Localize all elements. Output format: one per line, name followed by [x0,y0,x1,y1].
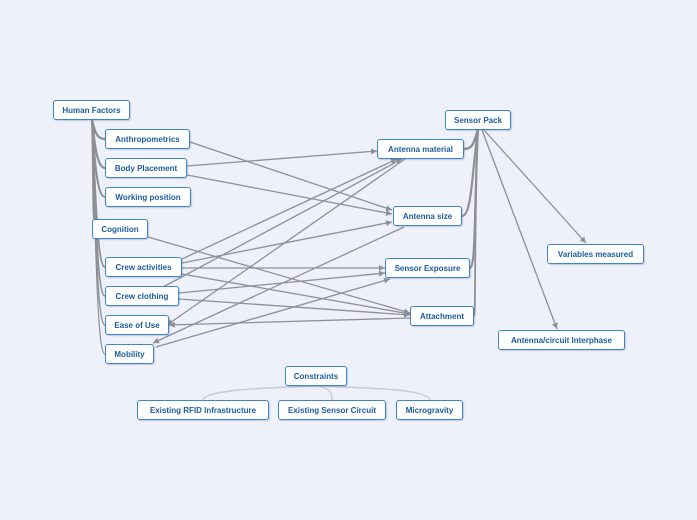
rel-crew-activities-antenna-material [181,158,398,260]
node-microgravity[interactable]: Microgravity [396,400,463,420]
node-human-factors[interactable]: Human Factors [53,100,130,120]
branch-existing-rfid [202,385,317,401]
node-mobility[interactable]: Mobility [105,344,154,364]
node-sensor-exposure[interactable]: Sensor Exposure [385,258,470,278]
node-existing-rfid-infrastructure[interactable]: Existing RFID Infrastructure [137,400,269,420]
node-crew-clothing[interactable]: Crew clothing [105,286,179,306]
node-existing-sensor-circuit[interactable]: Existing Sensor Circuit [278,400,386,420]
node-variables-measured[interactable]: Variables measured [547,244,644,264]
node-antenna-size[interactable]: Antenna size [393,206,462,226]
branch-existing-sensor-circuit [315,385,333,401]
arrow-to-antenna-circuit [481,129,558,330]
rel-mobility-sensor-exposure [155,277,391,348]
node-antenna-circuit-interphase[interactable]: Antenna/circuit Interphase [498,330,625,350]
node-anthropometrics[interactable]: Anthropometrics [105,129,190,149]
constraints-branches [202,385,431,401]
rel-crew-activities-attachment [181,273,411,316]
rel-body-placement-antenna-size [186,174,393,216]
branch-microgravity [315,385,431,401]
rel-cognition-attachment [147,236,411,315]
sensor-pack-branches [461,129,480,317]
node-antenna-material[interactable]: Antenna material [377,139,464,159]
sensor-pack-arrows [481,129,587,330]
node-cognition[interactable]: Cognition [92,219,148,239]
node-working-position[interactable]: Working position [105,187,191,207]
branch-antenna-size [461,129,480,218]
rel-attachment-ease-of-use [168,317,411,328]
rel-body-placement-antenna-material [186,148,378,167]
branch-attachment [473,129,479,317]
rel-anthropometrics-antenna-size [189,141,393,211]
rel-crew-activities-antenna-size [181,220,393,264]
node-body-placement[interactable]: Body Placement [105,158,187,178]
branch-mobility [91,119,106,355]
rel-antenna-material-ease-of-use [166,158,406,326]
node-sensor-pack[interactable]: Sensor Pack [445,110,511,130]
arrow-to-variables-measured [483,129,587,244]
node-crew-activities[interactable]: Crew activities [105,257,182,277]
node-constraints[interactable]: Constraints [285,366,347,386]
node-ease-of-use[interactable]: Ease of Use [105,315,169,335]
rel-crew-clothing-antenna-material [162,158,403,288]
node-attachment[interactable]: Attachment [410,306,474,326]
relationship-arrows [147,141,411,348]
